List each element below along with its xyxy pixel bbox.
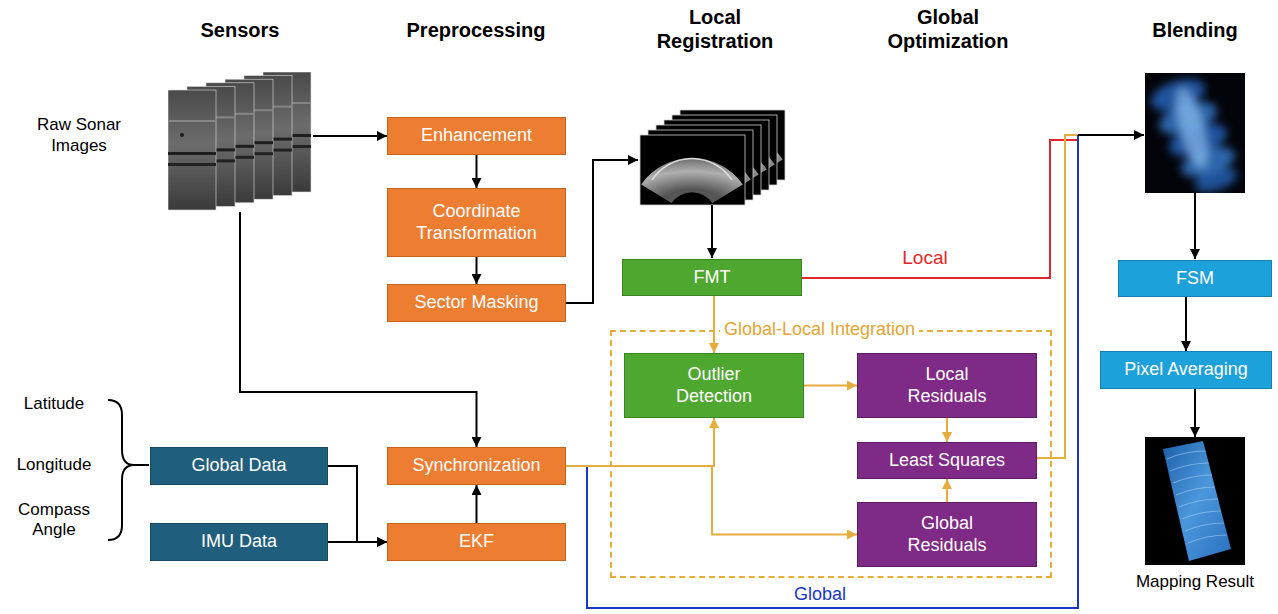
sonar-input: Raw Sonar Images [168, 72, 313, 212]
process-box: Least Squares [857, 442, 1037, 479]
flow-arrow [476, 155, 478, 188]
mapping-output: Mapping Result [1145, 437, 1245, 565]
box-label: Least Squares [889, 450, 1005, 472]
flow-arrow [328, 466, 387, 542]
integration-line [1035, 135, 1078, 458]
box-label: Synchronization [412, 455, 540, 477]
path-label: Global [780, 584, 860, 606]
flow-arrow [1185, 297, 1187, 351]
dashed-group: Global-Local IntegrationOutlier Detectio… [610, 330, 1052, 578]
path-label: Local [890, 247, 960, 270]
process-box: Synchronization [387, 447, 566, 485]
flow-arrow [946, 418, 948, 442]
box-label: Enhancement [421, 125, 532, 147]
group-heading: Global-Local Integration [720, 319, 919, 339]
box-label: Sector Masking [414, 292, 538, 314]
blended-mosaic-image [1145, 73, 1245, 196]
flow-arrow [328, 541, 387, 543]
column-header: Blending [1130, 18, 1260, 42]
box-label: Local Residuals [892, 364, 1002, 407]
column-header: Global Optimization [873, 5, 1023, 53]
process-box: Pixel Averaging [1100, 351, 1272, 389]
process-box: FMT [622, 259, 802, 296]
box-label: FMT [694, 267, 731, 289]
flow-line [1078, 134, 1144, 136]
sector-image-stack [640, 110, 785, 205]
box-label: Outlier Detection [659, 364, 769, 407]
column-header: Preprocessing [391, 18, 561, 42]
box-label: Pixel Averaging [1124, 359, 1248, 381]
flow-line [1194, 193, 1196, 259]
process-box: Sector Masking [387, 284, 566, 322]
process-box: Outlier Detection [624, 353, 804, 418]
flow-arrow [476, 485, 478, 523]
process-box: FSM [1118, 260, 1272, 297]
data-field: Compass Angle [8, 500, 100, 541]
flow-arrow [804, 385, 857, 387]
bracket [108, 400, 134, 540]
box-label: FSM [1176, 268, 1214, 290]
column-header: Sensors [175, 18, 305, 42]
flow-arrow [713, 296, 715, 353]
flow-arrow [1194, 389, 1196, 437]
process-box: Global Residuals [857, 502, 1037, 567]
box-label: Coordinate Transformation [402, 201, 552, 244]
local-line [802, 140, 1078, 278]
data-source-box: Global Data [150, 447, 328, 485]
process-box: EKF [387, 523, 566, 561]
process-box: Local Residuals [857, 353, 1037, 418]
bracket-leader [134, 464, 149, 466]
data-field: Latitude [8, 394, 100, 414]
flow-arrow [946, 479, 948, 502]
process-box: Coordinate Transformation [387, 188, 566, 257]
column-header: Local Registration [643, 5, 788, 53]
image-caption: Raw Sonar Images [18, 114, 140, 157]
mapping-result-image [1145, 437, 1245, 565]
flow-arrow [313, 135, 387, 137]
data-source-box: IMU Data [150, 523, 328, 561]
box-label: Global Residuals [892, 513, 1002, 556]
data-field: Longitude [6, 455, 102, 475]
flow-arrow [476, 257, 478, 284]
image-caption: Mapping Result [1115, 571, 1275, 592]
box-label: Global Data [191, 455, 286, 477]
box-label: IMU Data [201, 531, 277, 553]
global-line [587, 135, 1078, 608]
box-label: EKF [459, 531, 494, 553]
process-box: Enhancement [387, 117, 566, 155]
sonar-image-stack [168, 72, 313, 212]
flow-line [711, 205, 713, 258]
flow-arrow [566, 418, 714, 466]
